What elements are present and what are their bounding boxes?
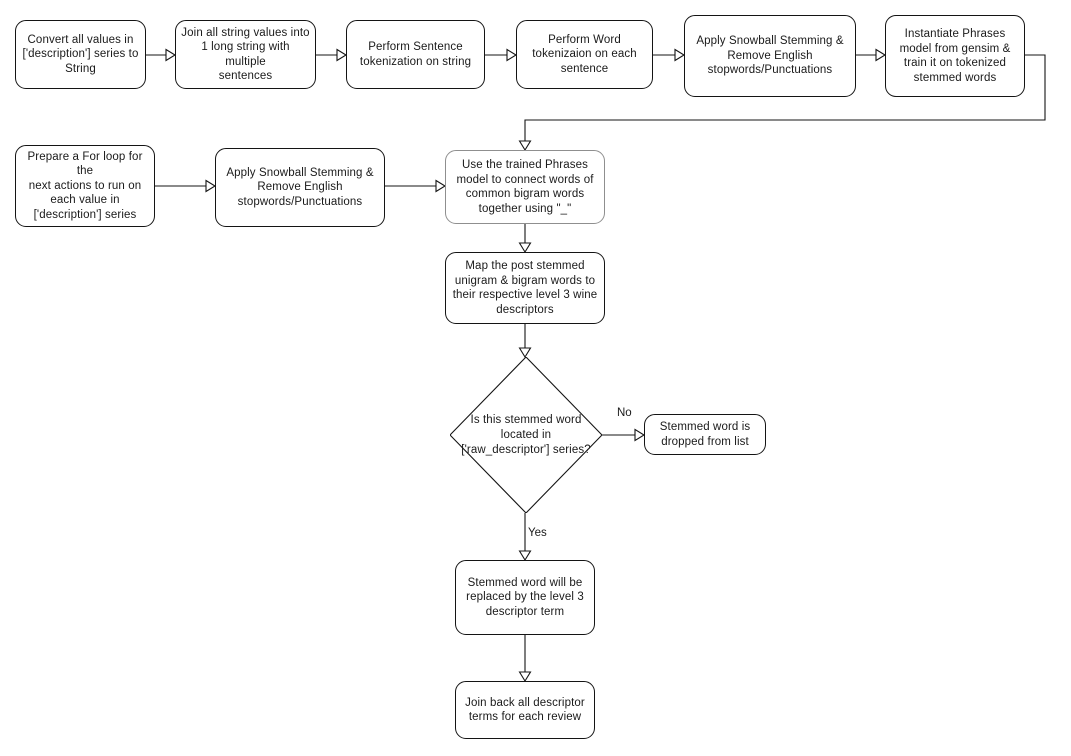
node-label: Convert all values in ['description'] se… <box>22 33 139 75</box>
process-node[interactable]: Convert all values in ['description'] se… <box>15 20 146 89</box>
process-node[interactable]: Instantiate Phrases model from gensim & … <box>885 15 1025 97</box>
process-node[interactable]: Use the trained Phrases model to connect… <box>445 150 605 224</box>
decision-node[interactable]: Is this stemmed word located in ['raw_de… <box>450 357 602 513</box>
edge-label-no: No <box>617 407 632 419</box>
process-node[interactable]: Join all string values into 1 long strin… <box>175 20 316 89</box>
node-label: Join all string values into 1 long strin… <box>181 26 310 83</box>
process-node[interactable]: Apply Snowball Stemming & Remove English… <box>684 15 856 97</box>
diamond-shape <box>450 357 602 513</box>
node-label: Apply Snowball Stemming & Remove English… <box>696 35 844 77</box>
node-label: Stemmed word is dropped from list <box>659 421 751 448</box>
arrowhead <box>336 48 348 62</box>
arrowhead <box>506 48 518 62</box>
process-node[interactable]: Apply Snowball Stemming & Remove English… <box>215 148 385 227</box>
node-label: Map the post stemmed unigram & bigram wo… <box>452 260 598 316</box>
node-label: Apply Snowball Stemming & Remove English… <box>226 166 374 208</box>
process-node[interactable]: Join back all descriptor terms for each … <box>455 681 595 739</box>
arrowhead <box>205 179 217 193</box>
arrowhead <box>518 347 532 359</box>
process-node[interactable]: Stemmed word is dropped from list <box>644 414 766 455</box>
process-node[interactable]: Prepare a For loop for the next actions … <box>15 145 155 227</box>
node-label: Stemmed word will be replaced by the lev… <box>466 576 584 618</box>
process-node[interactable]: Stemmed word will be replaced by the lev… <box>455 560 595 635</box>
node-label: Instantiate Phrases model from gensim & … <box>899 28 1011 84</box>
arrowhead <box>435 179 447 193</box>
node-label: Prepare a For loop for the next actions … <box>27 150 143 221</box>
process-node[interactable]: Perform Sentence tokenization on string <box>346 20 485 89</box>
arrowhead <box>634 428 646 442</box>
node-label: Use the trained Phrases model to connect… <box>456 159 594 215</box>
node-label: Join back all descriptor terms for each … <box>465 696 585 724</box>
arrowhead <box>518 140 532 152</box>
edge-label-yes: Yes <box>528 527 547 539</box>
node-label: Perform Word tokenizaion on each sentenc… <box>532 33 637 75</box>
process-node[interactable]: Perform Word tokenizaion on each sentenc… <box>516 20 653 89</box>
arrowhead <box>518 550 532 562</box>
arrowhead <box>674 48 686 62</box>
process-node[interactable]: Map the post stemmed unigram & bigram wo… <box>445 252 605 324</box>
arrowhead <box>518 242 532 254</box>
node-label: Is this stemmed word located in ['raw_de… <box>461 413 591 456</box>
arrowhead <box>165 48 177 62</box>
arrowhead <box>875 48 887 62</box>
node-label: Perform Sentence tokenization on string <box>359 41 472 68</box>
arrowhead <box>518 671 532 683</box>
